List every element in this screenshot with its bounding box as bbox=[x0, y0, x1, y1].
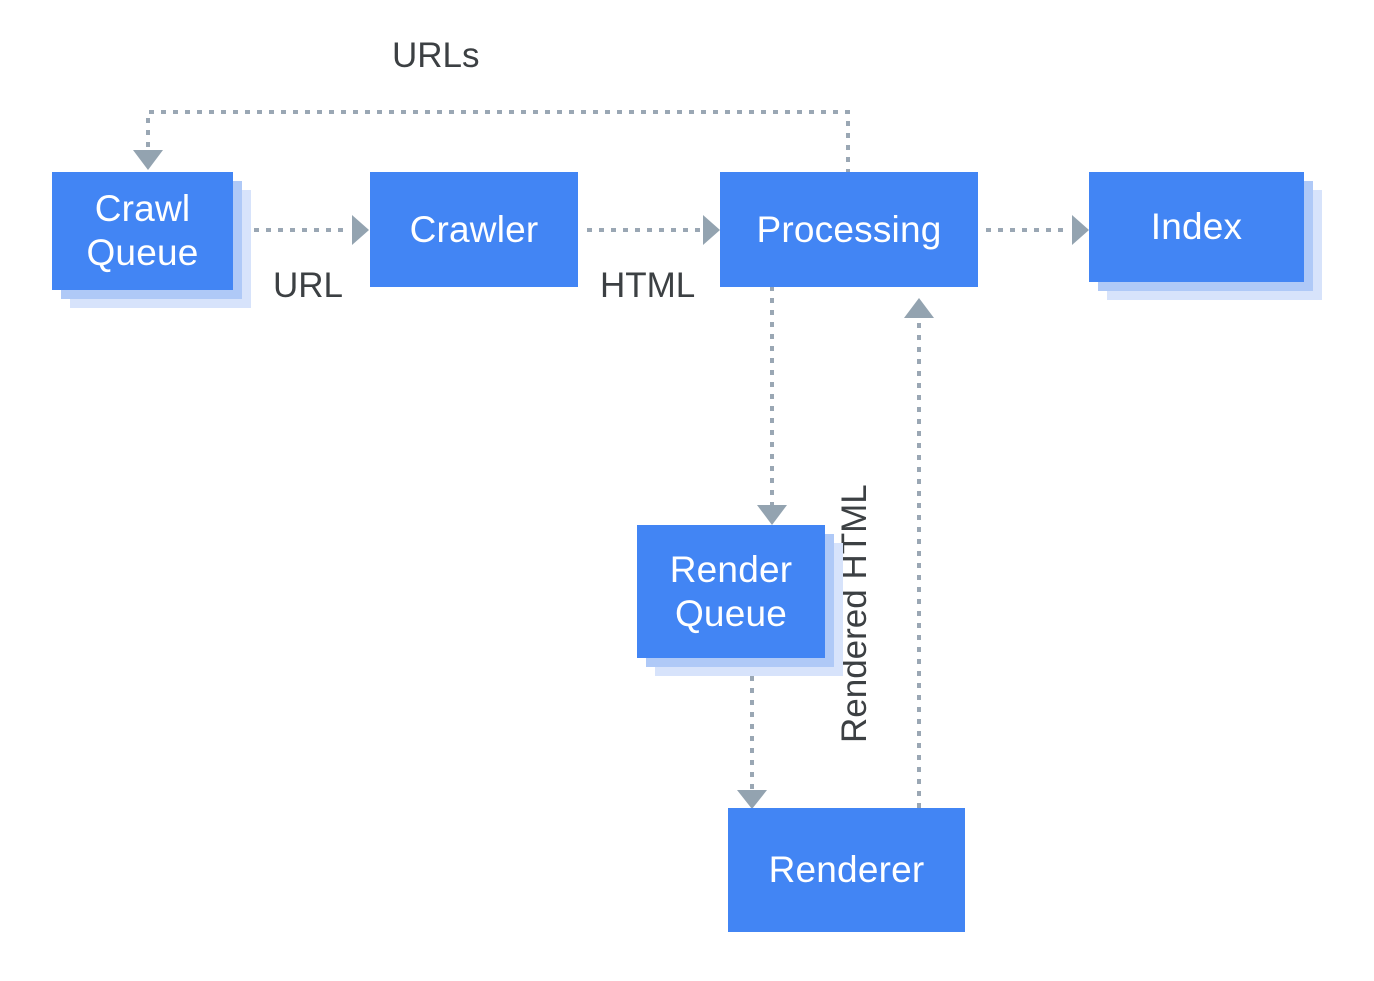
node-crawl-queue[interactable]: Crawl Queue bbox=[52, 172, 251, 308]
node-label-crawl-queue: Crawl Queue bbox=[86, 188, 199, 273]
node-crawler[interactable]: Crawler bbox=[370, 172, 578, 287]
node-card: Processing bbox=[720, 172, 978, 287]
node-card: Renderer bbox=[728, 808, 965, 932]
edge-label-urls: URLs bbox=[392, 36, 480, 75]
node-render-queue[interactable]: Render Queue bbox=[637, 525, 843, 676]
edge-processing-to-index bbox=[986, 215, 1089, 245]
edge-label-url: URL bbox=[273, 266, 344, 305]
node-label-processing: Processing bbox=[756, 208, 942, 250]
node-label-crawler: Crawler bbox=[409, 208, 539, 250]
node-label-index: Index bbox=[1150, 206, 1243, 248]
node-label-renderer: Renderer bbox=[768, 849, 925, 891]
edge-label-html: HTML bbox=[600, 266, 696, 305]
edge-crawl-queue-to-crawler bbox=[254, 215, 369, 245]
edge-crawler-to-processing bbox=[587, 215, 720, 245]
node-index[interactable]: Index bbox=[1089, 172, 1322, 300]
node-card: Crawl Queue bbox=[52, 172, 233, 290]
node-renderer[interactable]: Renderer bbox=[728, 808, 965, 932]
edge-processing-to-render-queue bbox=[757, 286, 787, 525]
edge-render-queue-to-renderer bbox=[737, 676, 767, 809]
edge-processing-to-crawl-queue bbox=[133, 110, 850, 174]
node-card: Index bbox=[1089, 172, 1304, 282]
node-processing[interactable]: Processing bbox=[720, 172, 978, 287]
node-card: Render Queue bbox=[637, 525, 825, 658]
edge-renderer-to-processing bbox=[904, 298, 934, 808]
node-label-render-queue: Render Queue bbox=[669, 548, 793, 634]
node-card: Crawler bbox=[370, 172, 578, 287]
